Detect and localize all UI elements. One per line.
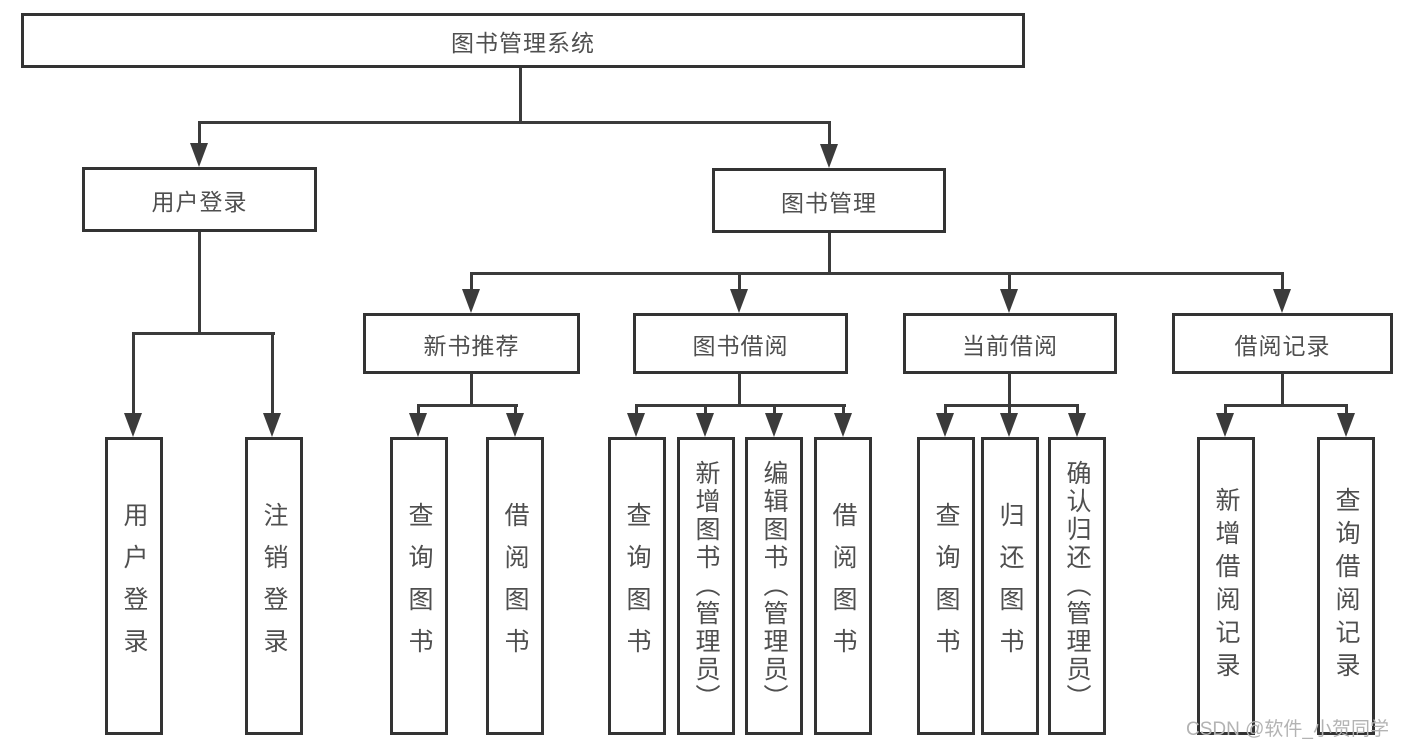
leaf-query-books-current-label: 查询图书 bbox=[932, 502, 960, 670]
connector-line bbox=[470, 272, 1284, 275]
leaf-edit-book-admin-label: 编辑图书（管理员） bbox=[760, 460, 788, 712]
node-current-borrow-label: 当前借阅 bbox=[962, 332, 1058, 359]
connector-line bbox=[738, 373, 741, 407]
connector-line bbox=[1008, 404, 1011, 413]
arrowhead bbox=[627, 413, 645, 437]
arrowhead bbox=[190, 143, 208, 167]
node-root-label: 图书管理系统 bbox=[451, 29, 595, 56]
leaf-add-book-admin: 新增图书（管理员） bbox=[677, 437, 735, 735]
node-book-management: 图书管理 bbox=[712, 168, 946, 233]
arrowhead bbox=[820, 144, 838, 168]
csdn-watermark: CSDN @软件_小贺同学 bbox=[1186, 719, 1389, 740]
connector-line bbox=[470, 373, 473, 407]
node-new-book-recommend: 新书推荐 bbox=[363, 313, 580, 374]
node-book-borrow-label: 图书借阅 bbox=[692, 332, 789, 359]
arrowhead bbox=[506, 413, 524, 437]
node-user-login: 用户登录 bbox=[82, 167, 317, 232]
connector-line bbox=[1076, 404, 1079, 413]
leaf-query-borrow-record-label: 查询借阅记录 bbox=[1332, 487, 1360, 685]
leaf-borrow-books: 借阅图书 bbox=[814, 437, 872, 735]
arrowhead bbox=[263, 413, 281, 437]
node-new-book-recommend-label: 新书推荐 bbox=[423, 332, 520, 359]
connector-line bbox=[132, 332, 135, 413]
node-book-management-label: 图书管理 bbox=[781, 189, 877, 216]
connector-line bbox=[519, 68, 522, 123]
connector-line bbox=[1225, 404, 1348, 407]
arrowhead bbox=[765, 413, 783, 437]
arrowhead bbox=[936, 413, 954, 437]
arrowhead bbox=[462, 289, 480, 313]
arrowhead bbox=[1216, 413, 1234, 437]
leaf-logout: 注销登录 bbox=[245, 437, 303, 735]
connector-line bbox=[198, 232, 201, 335]
leaf-add-borrow-record-label: 新增借阅记录 bbox=[1212, 487, 1240, 685]
connector-line bbox=[1281, 272, 1284, 289]
node-root: 图书管理系统 bbox=[21, 13, 1025, 68]
connector-line bbox=[704, 404, 707, 413]
leaf-return-book: 归还图书 bbox=[981, 437, 1039, 735]
leaf-edit-book-admin: 编辑图书（管理员） bbox=[745, 437, 803, 735]
connector-line bbox=[418, 404, 518, 407]
leaf-query-books-borrow-label: 查询图书 bbox=[623, 502, 651, 670]
leaf-confirm-return-admin-label: 确认归还（管理员） bbox=[1063, 460, 1091, 712]
leaf-query-books-recommend-label: 查询图书 bbox=[405, 502, 433, 670]
arrowhead bbox=[409, 413, 427, 437]
leaf-query-books-current: 查询图书 bbox=[917, 437, 975, 735]
leaf-add-borrow-record: 新增借阅记录 bbox=[1197, 437, 1255, 735]
connector-line bbox=[944, 404, 947, 413]
leaf-confirm-return-admin: 确认归还（管理员） bbox=[1048, 437, 1106, 735]
connector-line bbox=[1281, 373, 1284, 407]
connector-line bbox=[1345, 404, 1348, 413]
leaf-query-books-borrow: 查询图书 bbox=[608, 437, 666, 735]
connector-line bbox=[1224, 404, 1227, 413]
connector-line bbox=[636, 404, 846, 407]
leaf-return-book-label: 归还图书 bbox=[996, 502, 1024, 670]
connector-line bbox=[132, 332, 275, 335]
connector-line bbox=[470, 272, 473, 289]
connector-line bbox=[842, 404, 845, 413]
node-book-borrow: 图书借阅 bbox=[633, 313, 848, 374]
arrowhead bbox=[730, 289, 748, 313]
connector-line bbox=[514, 404, 517, 413]
leaf-query-books-recommend: 查询图书 bbox=[390, 437, 448, 735]
connector-line bbox=[1008, 272, 1011, 289]
arrowhead bbox=[1000, 413, 1018, 437]
node-user-login-label: 用户登录 bbox=[151, 188, 248, 215]
leaf-user-login-label: 用户登录 bbox=[120, 502, 148, 670]
connector-line bbox=[828, 233, 831, 275]
leaf-add-book-admin-label: 新增图书（管理员） bbox=[692, 460, 720, 712]
connector-line bbox=[635, 404, 638, 413]
arrowhead bbox=[1068, 413, 1086, 437]
leaf-borrow-books-label: 借阅图书 bbox=[829, 502, 857, 670]
connector-line bbox=[773, 404, 776, 413]
leaf-borrow-books-recommend: 借阅图书 bbox=[486, 437, 544, 735]
connector-line bbox=[198, 121, 831, 124]
leaf-borrow-books-recommend-label: 借阅图书 bbox=[501, 502, 529, 670]
arrowhead bbox=[1273, 289, 1291, 313]
node-borrow-records-label: 借阅记录 bbox=[1234, 332, 1331, 359]
arrowhead bbox=[1000, 289, 1018, 313]
connector-line bbox=[271, 332, 274, 413]
connector-line bbox=[1008, 373, 1011, 407]
connector-line bbox=[417, 404, 420, 413]
connector-line bbox=[198, 121, 201, 145]
arrowhead bbox=[124, 413, 142, 437]
node-current-borrow: 当前借阅 bbox=[903, 313, 1117, 374]
leaf-logout-label: 注销登录 bbox=[260, 502, 288, 670]
arrowhead bbox=[834, 413, 852, 437]
connector-line bbox=[945, 404, 1079, 407]
connector-line bbox=[828, 121, 831, 146]
arrowhead bbox=[696, 413, 714, 437]
node-borrow-records: 借阅记录 bbox=[1172, 313, 1393, 374]
connector-line bbox=[738, 272, 741, 289]
arrowhead bbox=[1337, 413, 1355, 437]
leaf-query-borrow-record: 查询借阅记录 bbox=[1317, 437, 1375, 735]
leaf-user-login: 用户登录 bbox=[105, 437, 163, 735]
